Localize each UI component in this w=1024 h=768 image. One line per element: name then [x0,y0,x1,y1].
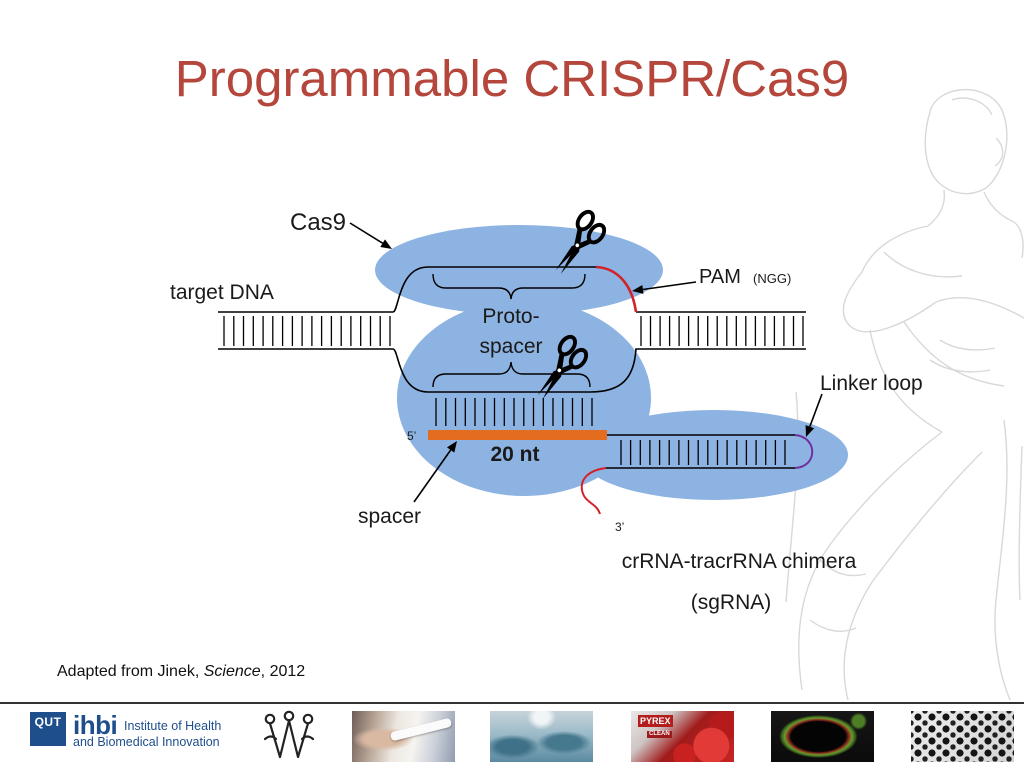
footer-photo-1 [352,711,455,762]
linker-loop [794,434,814,469]
label-arrows [349,222,823,503]
photo-brand-text: PYREX [638,715,673,727]
pam-arrow [632,281,697,294]
pam-segment [595,265,638,313]
cas9-label: Cas9 [290,209,346,236]
sgrna-label-line-1: crRNA-tracrRNA chimera [622,550,857,573]
footer-divider [0,702,1024,704]
cas9-upper-lobe [375,225,663,315]
left-dna-base-pairs [223,316,391,346]
institute-name-line-1: Institute of Health [124,719,222,733]
protospacer-brace-bottom [432,361,591,388]
dna-bottom-strand [218,348,806,393]
footer-photo-3: PYREX CLEAN [631,711,734,762]
spacer-label: spacer [358,505,421,528]
photo-sub-text: CLEAN [647,731,672,738]
cas9-protein [375,225,848,500]
three-prime-label: 3’ [615,520,624,534]
spacer-target-base-pairs [435,398,593,426]
footer-photo-2 [490,711,593,762]
sgrna [580,434,814,515]
institute-name-line-2: and Biomedical Innovation [73,735,220,749]
spacer-arrow [413,441,457,503]
pam-label: PAM [699,266,741,288]
qut-logo: QUT [30,712,66,746]
ihbi-symbol-icon [263,710,315,759]
slide-title: Programmable CRISPR/Cas9 [174,50,850,107]
protospacer-brace-top [432,273,586,300]
spacer-bar [428,430,607,440]
five-prime-label: 5’ [407,429,416,443]
target-dna [218,265,806,393]
footer-photo-4 [771,711,874,762]
photo-detail [389,717,453,742]
linker-loop-label: Linker loop [820,372,923,395]
target-dna-label: target DNA [170,281,274,304]
citation: Adapted from Jinek, Science, 2012 [57,662,305,682]
linker-loop-arrow [805,393,823,437]
tracrrna-tail [580,467,607,515]
cas9-arrow [349,222,392,249]
spacer-length-label: 20 nt [490,443,539,466]
protospacer-label-line-1: Proto- [482,305,539,328]
cas9-right-lobe [580,410,848,500]
protospacer-label-line-2: spacer [479,335,542,358]
citation-prefix: Adapted from Jinek, [57,663,204,680]
citation-journal: Science [203,663,261,680]
sgrna-label-line-2: (sgRNA) [691,591,772,614]
ihbi-logo-text: ihbi [73,710,118,740]
citation-suffix: , 2012 [260,663,306,680]
dna-top-strand [218,266,596,313]
sgrna-stem-base-pairs [620,440,786,465]
footer-photo-5 [911,711,1014,762]
pam-sequence-label: (NGG) [753,271,791,286]
right-dna-base-pairs [640,316,804,346]
